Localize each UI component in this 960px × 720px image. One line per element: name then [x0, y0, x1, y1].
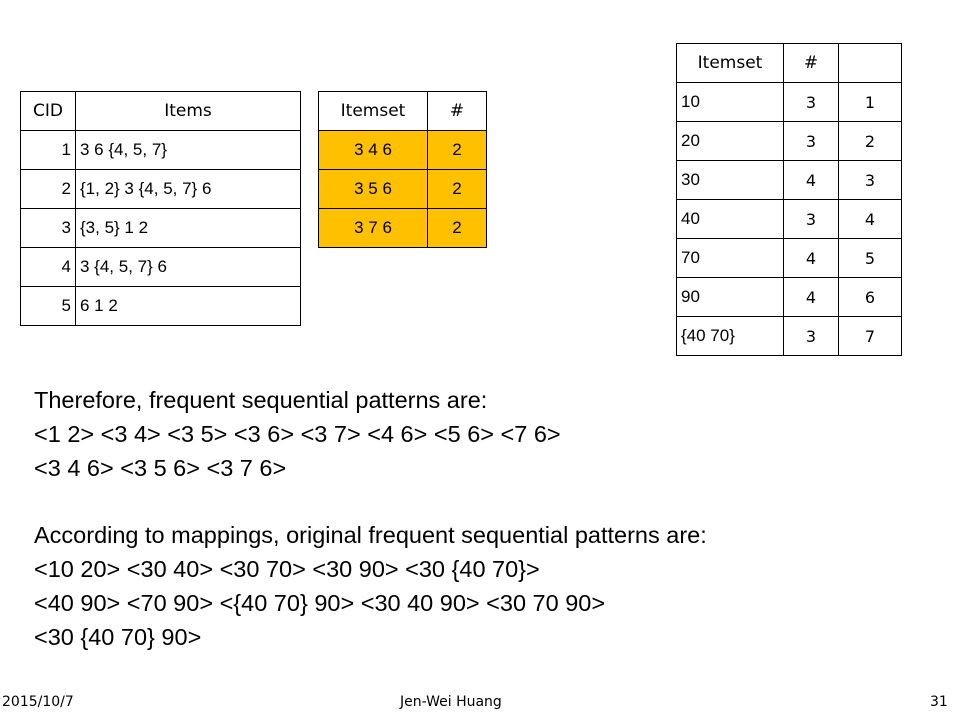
text-line: <1 2> <3 4> <3 5> <3 6> <3 7> <4 6> <5 6… — [34, 421, 561, 447]
cid-cell: 1 — [20, 130, 76, 170]
header-itemset: Itemset — [676, 43, 784, 83]
frequent-itemset-table: Itemset # 3 4 6 2 3 5 6 2 3 7 6 2 — [318, 91, 487, 248]
header-items: Items — [75, 91, 301, 131]
table-row: 70 4 5 — [676, 238, 902, 278]
cid-cell: 3 — [20, 208, 76, 248]
table-row: 5 6 1 2 — [20, 286, 301, 326]
header-count: # — [783, 43, 839, 83]
table-header-row: Itemset # — [318, 91, 487, 131]
count-cell: 2 — [427, 208, 487, 248]
header-cid: CID — [20, 91, 76, 131]
items-cell: {3, 5} 1 2 — [75, 208, 301, 248]
mapping-cell: 2 — [838, 121, 902, 161]
table-row: 4 3 {4, 5, 7} 6 — [20, 247, 301, 287]
table-row: {40 70} 3 7 — [676, 316, 902, 356]
table-row: 30 4 3 — [676, 160, 902, 200]
original-patterns-text: According to mappings, original frequent… — [34, 518, 707, 654]
table-row: 2 {1, 2} 3 {4, 5, 7} 6 — [20, 169, 301, 209]
text-line: <30 {40 70} 90> — [34, 624, 202, 650]
count-cell: 2 — [427, 169, 487, 209]
itemset-cell: 90 — [676, 277, 784, 317]
itemset-cell: 20 — [676, 121, 784, 161]
count-cell: 4 — [783, 277, 839, 317]
text-line: <40 90> <70 90> <{40 70} 90> <30 40 90> … — [34, 590, 606, 616]
table-row: 90 4 6 — [676, 277, 902, 317]
cid-cell: 2 — [20, 169, 76, 209]
count-cell: 4 — [783, 238, 839, 278]
items-cell: 3 {4, 5, 7} 6 — [75, 247, 301, 287]
mapping-cell: 3 — [838, 160, 902, 200]
mapping-cell: 6 — [838, 277, 902, 317]
itemset-cell: 10 — [676, 82, 784, 122]
items-cell: 6 1 2 — [75, 286, 301, 326]
cid-cell: 4 — [20, 247, 76, 287]
table-row: 3 7 6 2 — [318, 208, 487, 248]
footer-page-number: 31 — [930, 694, 948, 710]
itemset-mapping-table: Itemset # 10 3 1 20 3 2 30 4 3 40 3 4 70… — [676, 43, 902, 356]
cid-cell: 5 — [20, 286, 76, 326]
table-row: 10 3 1 — [676, 82, 902, 122]
itemset-cell: 40 — [676, 199, 784, 239]
count-cell: 3 — [783, 82, 839, 122]
count-cell: 2 — [427, 130, 487, 170]
header-itemset: Itemset — [318, 91, 428, 131]
customer-sequence-table: CID Items 1 3 6 {4, 5, 7} 2 {1, 2} 3 {4,… — [20, 91, 301, 326]
text-line: <10 20> <30 40> <30 70> <30 90> <30 {40 … — [34, 556, 540, 582]
itemset-cell: 3 4 6 — [318, 130, 428, 170]
mapping-cell: 4 — [838, 199, 902, 239]
table-row: 3 {3, 5} 1 2 — [20, 208, 301, 248]
header-count: # — [427, 91, 487, 131]
count-cell: 3 — [783, 121, 839, 161]
table-header-row: Itemset # — [676, 43, 902, 83]
count-cell: 3 — [783, 199, 839, 239]
header-mapping — [838, 43, 902, 83]
mapping-cell: 1 — [838, 82, 902, 122]
itemset-cell: {40 70} — [676, 316, 784, 356]
text-line: Therefore, frequent sequential patterns … — [34, 387, 488, 413]
text-line: According to mappings, original frequent… — [34, 522, 707, 548]
itemset-cell: 3 7 6 — [318, 208, 428, 248]
table-row: 40 3 4 — [676, 199, 902, 239]
items-cell: {1, 2} 3 {4, 5, 7} 6 — [75, 169, 301, 209]
mapping-cell: 7 — [838, 316, 902, 356]
table-row: 20 3 2 — [676, 121, 902, 161]
footer-author: Jen-Wei Huang — [400, 694, 502, 710]
items-cell: 3 6 {4, 5, 7} — [75, 130, 301, 170]
count-cell: 3 — [783, 316, 839, 356]
table-row: 3 4 6 2 — [318, 130, 487, 170]
text-line: <3 4 6> <3 5 6> <3 7 6> — [34, 455, 287, 481]
table-header-row: CID Items — [20, 91, 301, 131]
itemset-cell: 30 — [676, 160, 784, 200]
itemset-cell: 3 5 6 — [318, 169, 428, 209]
mapping-cell: 5 — [838, 238, 902, 278]
count-cell: 4 — [783, 160, 839, 200]
table-row: 3 5 6 2 — [318, 169, 487, 209]
footer-date: 2015/10/7 — [2, 694, 74, 710]
itemset-cell: 70 — [676, 238, 784, 278]
table-row: 1 3 6 {4, 5, 7} — [20, 130, 301, 170]
frequent-patterns-text: Therefore, frequent sequential patterns … — [34, 383, 561, 485]
